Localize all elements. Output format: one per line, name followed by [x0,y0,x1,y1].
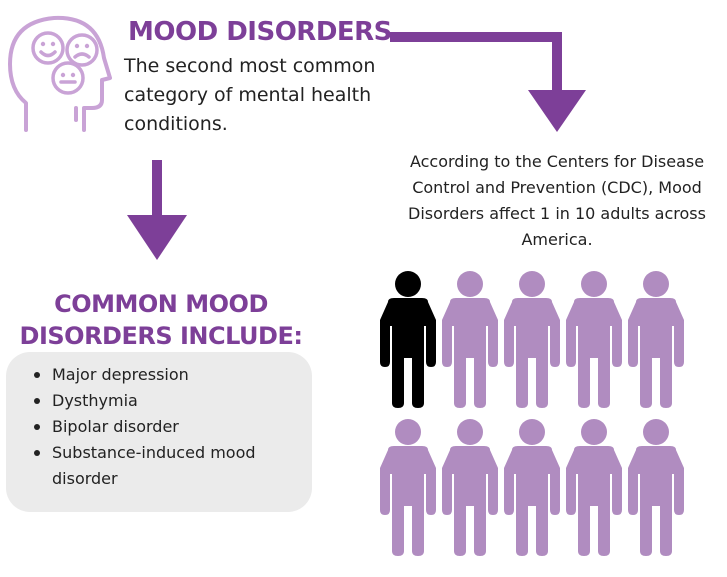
list-item: Bipolar disorder [28,414,302,440]
page-subtitle: The second most common category of menta… [124,55,376,135]
down-arrow-icon [127,160,187,260]
disorders-list-box: Major depression Dysthymia Bipolar disor… [6,352,312,512]
person-icon [504,419,560,556]
page-title: MOOD DISORDERS [128,17,392,47]
person-icon [380,419,436,556]
person-icon [628,271,684,408]
elbow-arrow-icon [390,32,586,132]
person-icon-affected [380,271,436,408]
disorders-list: Major depression Dysthymia Bipolar disor… [6,352,312,492]
cdc-statistic-text: According to the Centers for Disease Con… [408,152,706,249]
list-item: Major depression [28,362,302,388]
person-icon [628,419,684,556]
person-icon [442,271,498,408]
person-icon [504,271,560,408]
list-item: Substance-induced mood disorder [28,440,302,492]
list-heading: COMMON MOOD DISORDERS INCLUDE: [19,290,303,350]
list-item: Dysthymia [28,388,302,414]
person-icon [566,271,622,408]
person-icon [566,419,622,556]
person-icon [442,419,498,556]
people-grid [380,270,716,560]
head-with-faces-icon [8,15,112,132]
